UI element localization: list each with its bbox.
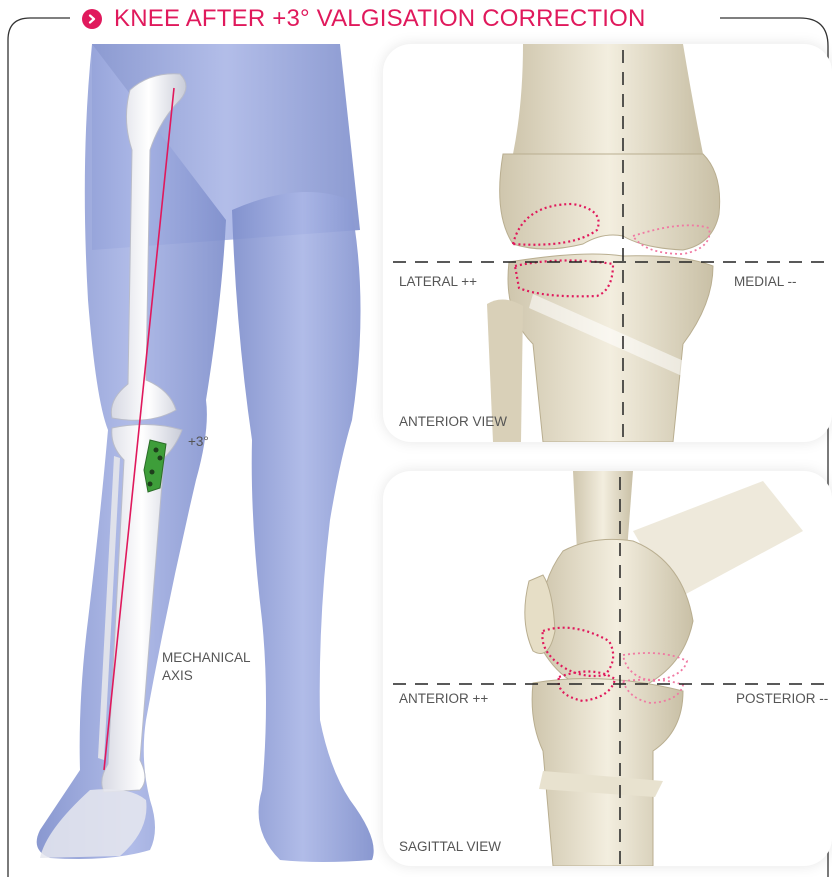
sagittal-view-caption: SAGITTAL VIEW	[399, 839, 501, 854]
anterior-view-caption: ANTERIOR VIEW	[399, 414, 507, 429]
angle-label: +3°	[188, 434, 209, 449]
sagittal-knee-illustration	[383, 471, 832, 866]
lateral-label: LATERAL ++	[399, 274, 477, 289]
sagittal-view-panel: ANTERIOR ++ POSTERIOR -- SAGITTAL VIEW	[383, 471, 832, 866]
anterior-knee-illustration	[383, 44, 832, 442]
medial-label: MEDIAL --	[734, 274, 797, 289]
anterior-label: ANTERIOR ++	[399, 691, 488, 706]
right-leg-silhouette	[232, 192, 374, 862]
anterior-view-panel: LATERAL ++ MEDIAL -- ANTERIOR VIEW	[383, 44, 832, 442]
mechanical-axis-label-line1: MECHANICAL	[162, 650, 251, 665]
posterior-label: POSTERIOR --	[736, 691, 828, 706]
mechanical-axis-label-line2: AXIS	[162, 668, 193, 683]
